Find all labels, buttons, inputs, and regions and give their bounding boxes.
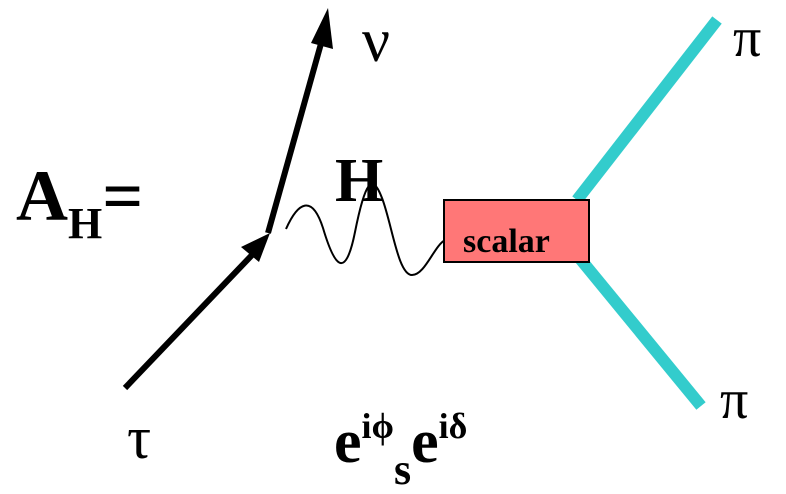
higgs-propagator xyxy=(285,183,446,277)
amplitude-equals: = xyxy=(102,156,144,236)
phase-exponent-1: iϕ xyxy=(361,406,394,446)
phase-base-2: e xyxy=(411,408,439,476)
tau-label: τ xyxy=(127,405,152,471)
pion-line-top xyxy=(572,16,722,204)
neutrino-line xyxy=(265,39,325,234)
phase-exponent-2: iδ xyxy=(438,406,468,446)
scalar-label: scalar xyxy=(463,223,550,260)
phase-subscript-1: s xyxy=(394,445,412,494)
amplitude-subscript: H xyxy=(68,199,103,248)
neutrino-label: ν xyxy=(362,7,391,75)
pion-bottom-label: π xyxy=(720,369,749,431)
pion-top-label: π xyxy=(733,7,762,69)
phase-base-1: e xyxy=(334,408,362,476)
amplitude-label: AH= xyxy=(16,160,143,246)
pion-line-bottom xyxy=(572,251,706,410)
higgs-label: H xyxy=(335,147,384,215)
tau-arrowhead xyxy=(241,233,270,262)
tau-line xyxy=(122,252,255,391)
phase-factor: eiϕseiδ xyxy=(334,408,467,492)
scalar-vertex-box xyxy=(443,199,590,263)
neutrino-arrowhead xyxy=(311,8,333,49)
amplitude-symbol: A xyxy=(16,156,68,236)
